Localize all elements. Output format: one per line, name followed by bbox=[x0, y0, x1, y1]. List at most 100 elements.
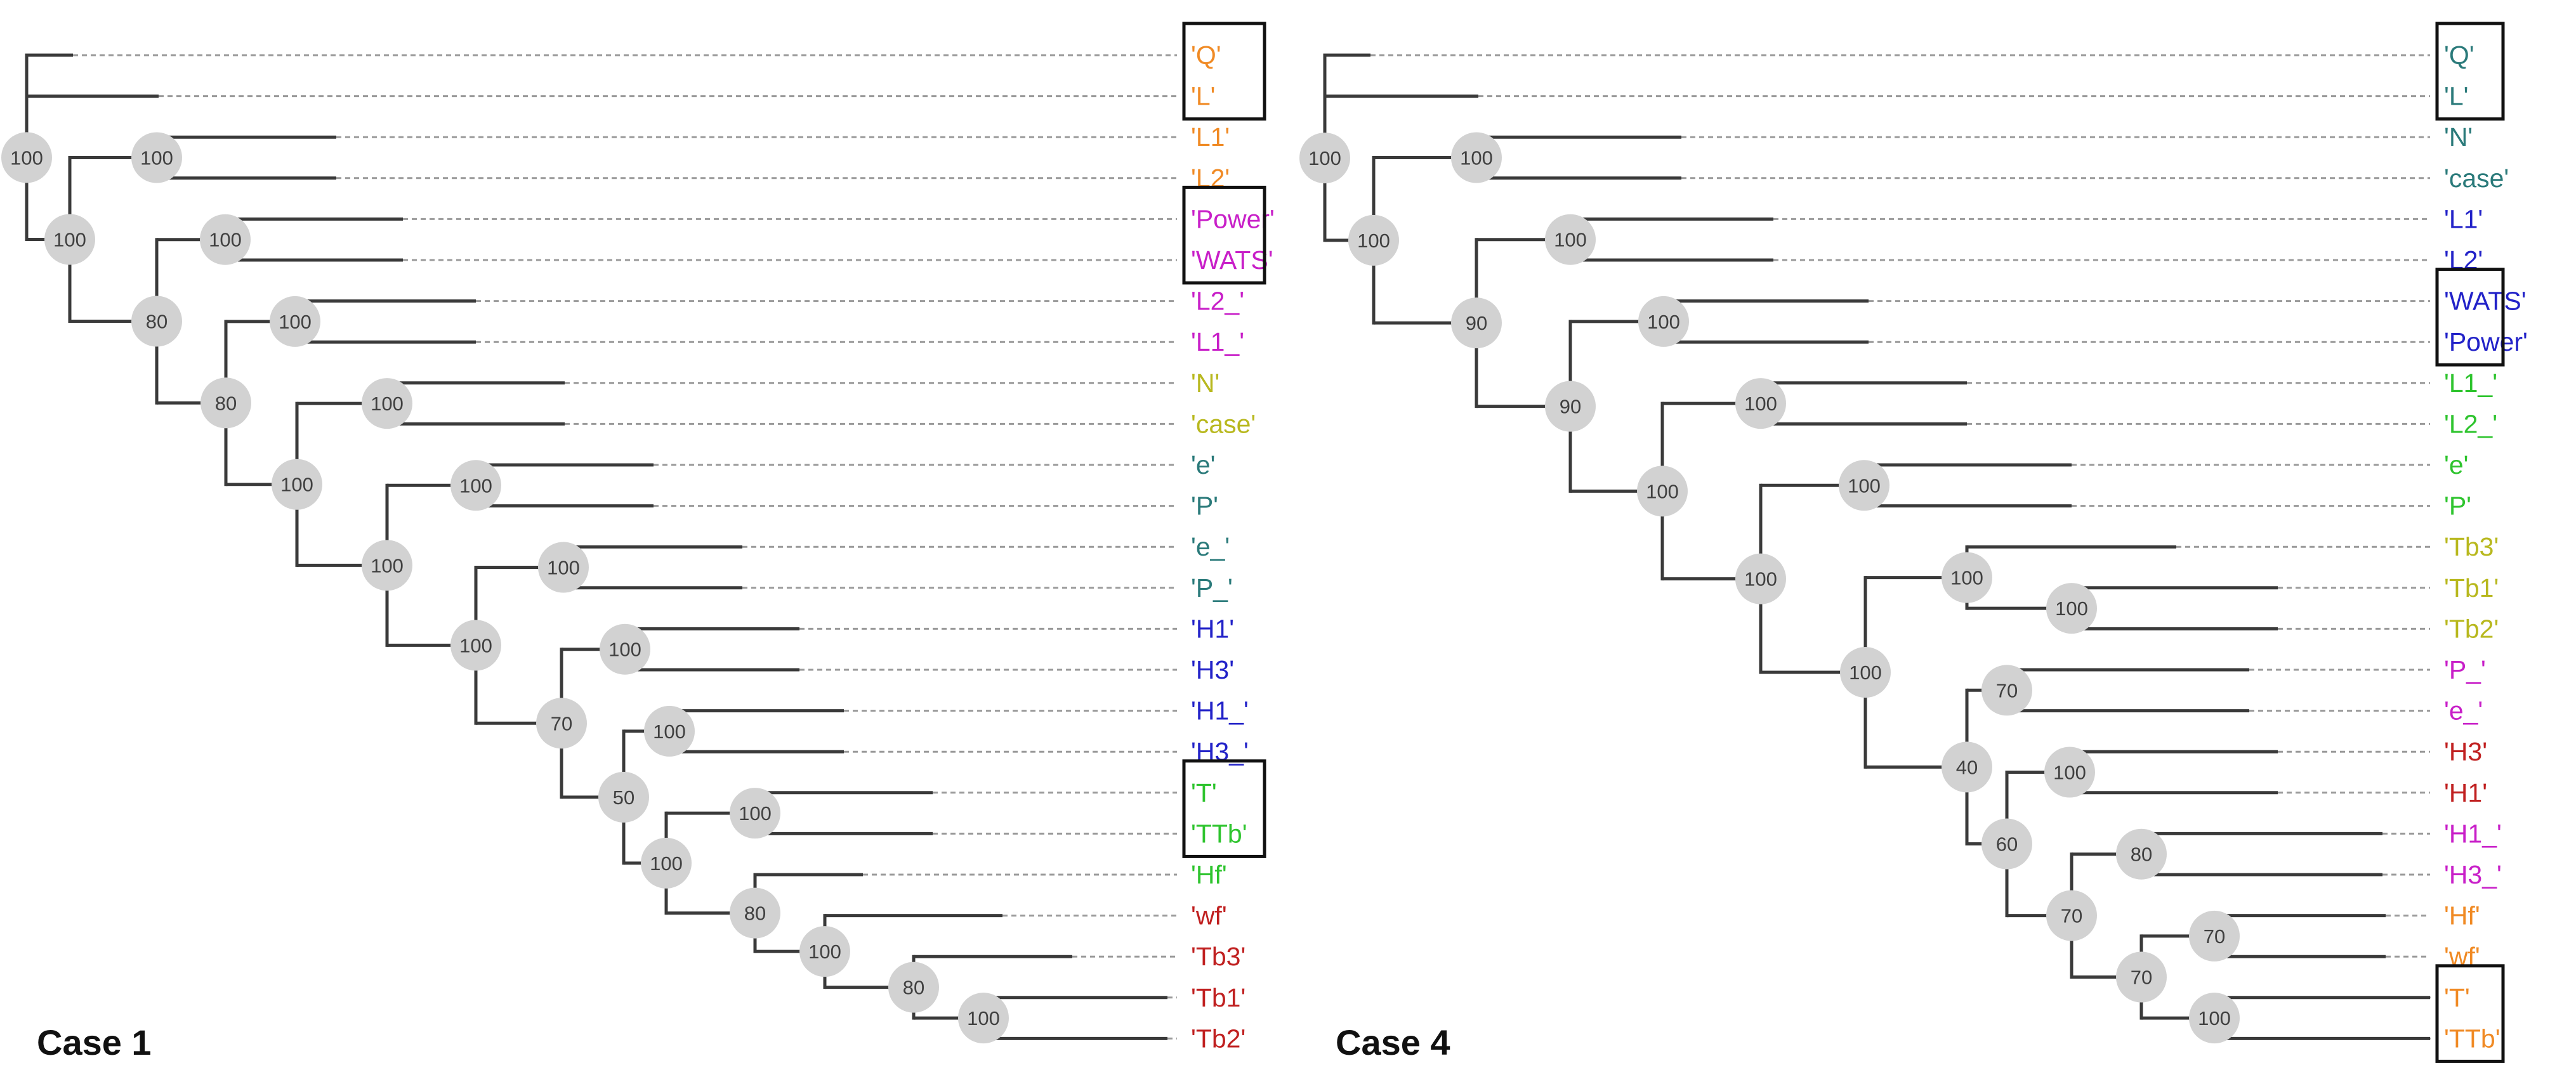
support-value: 100 bbox=[140, 147, 173, 169]
highlight-boxes bbox=[2435, 22, 2505, 1063]
support-node: 80 bbox=[2116, 828, 2167, 880]
support-bubble bbox=[888, 962, 939, 1013]
support-node: 100 bbox=[1942, 552, 1992, 603]
support-value: 100 bbox=[2053, 762, 2086, 784]
leaf-label: 'P' bbox=[1191, 492, 1218, 521]
support-node: 100 bbox=[600, 623, 650, 675]
support-node: 100 bbox=[272, 459, 322, 510]
support-bubble bbox=[1839, 460, 1889, 511]
support-node: 100 bbox=[1839, 460, 1889, 511]
support-node: 100 bbox=[270, 296, 320, 347]
leaf-label: 'Q' bbox=[2444, 41, 2474, 70]
support-bubble bbox=[131, 296, 182, 347]
support-bubble bbox=[1735, 378, 1786, 429]
support-node: 100 bbox=[1840, 647, 1891, 698]
support-node: 100 bbox=[958, 993, 1009, 1044]
support-bubble bbox=[1638, 296, 1689, 347]
support-node: 100 bbox=[2046, 583, 2097, 634]
support-bubble bbox=[1840, 647, 1891, 698]
support-node: 100 bbox=[1637, 466, 1688, 517]
leaf-label: 'Power' bbox=[1191, 204, 1275, 233]
leaf-label: 'e_' bbox=[1191, 532, 1230, 561]
support-node: 100 bbox=[44, 214, 95, 265]
support-bubble bbox=[362, 378, 412, 429]
support-bubble bbox=[2044, 747, 2095, 798]
leaf-label: 'Tb2' bbox=[2444, 614, 2499, 643]
leaf-label: 'case' bbox=[2444, 164, 2509, 193]
highlight-box bbox=[2435, 22, 2505, 121]
leaf-label: 'L1_' bbox=[1191, 327, 1244, 356]
leaf-label: 'TTb' bbox=[1191, 819, 1247, 848]
support-value: 100 bbox=[53, 229, 86, 251]
leaf-label: 'L1' bbox=[2444, 204, 2483, 233]
support-bubble bbox=[1637, 466, 1688, 517]
support-value: 100 bbox=[459, 474, 492, 497]
leaf-label: 'H3' bbox=[1191, 655, 1234, 684]
support-value: 70 bbox=[2131, 967, 2152, 989]
support-value: 100 bbox=[1460, 147, 1493, 169]
support-node: 100 bbox=[730, 788, 780, 839]
support-value: 80 bbox=[146, 311, 168, 333]
support-value: 70 bbox=[551, 712, 572, 734]
support-bubble bbox=[200, 214, 251, 265]
support-bubble bbox=[1, 132, 52, 183]
leaf-label: 'Power' bbox=[2444, 327, 2528, 356]
support-value: 100 bbox=[1647, 311, 1680, 333]
support-node: 100 bbox=[644, 705, 695, 757]
support-value: 100 bbox=[1308, 147, 1341, 169]
support-bubble bbox=[1942, 552, 1992, 603]
leaf-label: 'H1_' bbox=[1191, 696, 1249, 726]
support-bubble bbox=[1348, 214, 1399, 266]
support-node: 100 bbox=[450, 620, 501, 671]
support-bubble bbox=[2046, 890, 2097, 941]
support-value: 100 bbox=[1357, 230, 1390, 252]
leaf-label: 'Tb1' bbox=[2444, 573, 2499, 603]
leaf-label: 'N' bbox=[1191, 368, 1219, 398]
support-bubble bbox=[1299, 133, 1350, 184]
support-bubble bbox=[44, 214, 95, 265]
support-bubble bbox=[131, 132, 182, 183]
support-bubble bbox=[2116, 951, 2167, 1003]
support-node: 80 bbox=[200, 377, 251, 429]
leaf-label: 'WATS' bbox=[1191, 245, 1273, 275]
support-node: 100 bbox=[1735, 378, 1786, 429]
support-node: 70 bbox=[536, 698, 587, 749]
support-node: 80 bbox=[888, 962, 939, 1013]
support-bubble bbox=[644, 705, 695, 757]
leaf-label: 'P_' bbox=[1191, 573, 1233, 603]
branch-lines bbox=[25, 53, 1167, 1040]
support-node: 100 bbox=[1735, 553, 1786, 604]
support-bubble bbox=[600, 623, 650, 675]
support-node: 40 bbox=[1942, 741, 1992, 793]
support-value: 100 bbox=[371, 554, 404, 577]
leaf-guide-lines bbox=[73, 54, 1177, 1040]
highlight-box bbox=[1182, 759, 1266, 858]
leaf-label: 'TTb' bbox=[2444, 1024, 2500, 1053]
support-node: 100 bbox=[450, 460, 501, 511]
support-node: 100 bbox=[1451, 132, 1502, 183]
leaf-label: 'Tb3' bbox=[1191, 942, 1245, 971]
leaf-label: 'L' bbox=[1191, 82, 1215, 111]
support-bubble bbox=[450, 460, 501, 511]
support-node: 100 bbox=[362, 378, 412, 429]
support-value: 100 bbox=[2198, 1007, 2231, 1029]
support-value: 40 bbox=[1956, 756, 1978, 778]
highlight-box bbox=[1182, 185, 1266, 285]
support-value: 100 bbox=[1744, 568, 1777, 590]
support-value: 70 bbox=[2204, 925, 2225, 948]
support-value: 70 bbox=[2061, 905, 2082, 927]
support-bubble bbox=[272, 459, 322, 510]
leaf-label: 'L' bbox=[2444, 82, 2468, 111]
support-value: 100 bbox=[967, 1007, 1000, 1029]
support-bubble bbox=[1451, 132, 1502, 183]
support-node: 100 bbox=[2189, 993, 2240, 1044]
support-bubble bbox=[1981, 665, 2032, 716]
leaf-label: 'L2_' bbox=[2444, 409, 2497, 438]
support-value: 100 bbox=[1554, 229, 1587, 251]
support-value: 100 bbox=[650, 852, 683, 875]
support-value: 80 bbox=[744, 903, 766, 925]
highlight-box bbox=[2435, 964, 2505, 1063]
leaf-label: 'L1' bbox=[1191, 122, 1230, 152]
leaf-labels: 'Q''L''L1''L2''Power''WATS''L2_''L1_''N'… bbox=[1191, 41, 1275, 1053]
